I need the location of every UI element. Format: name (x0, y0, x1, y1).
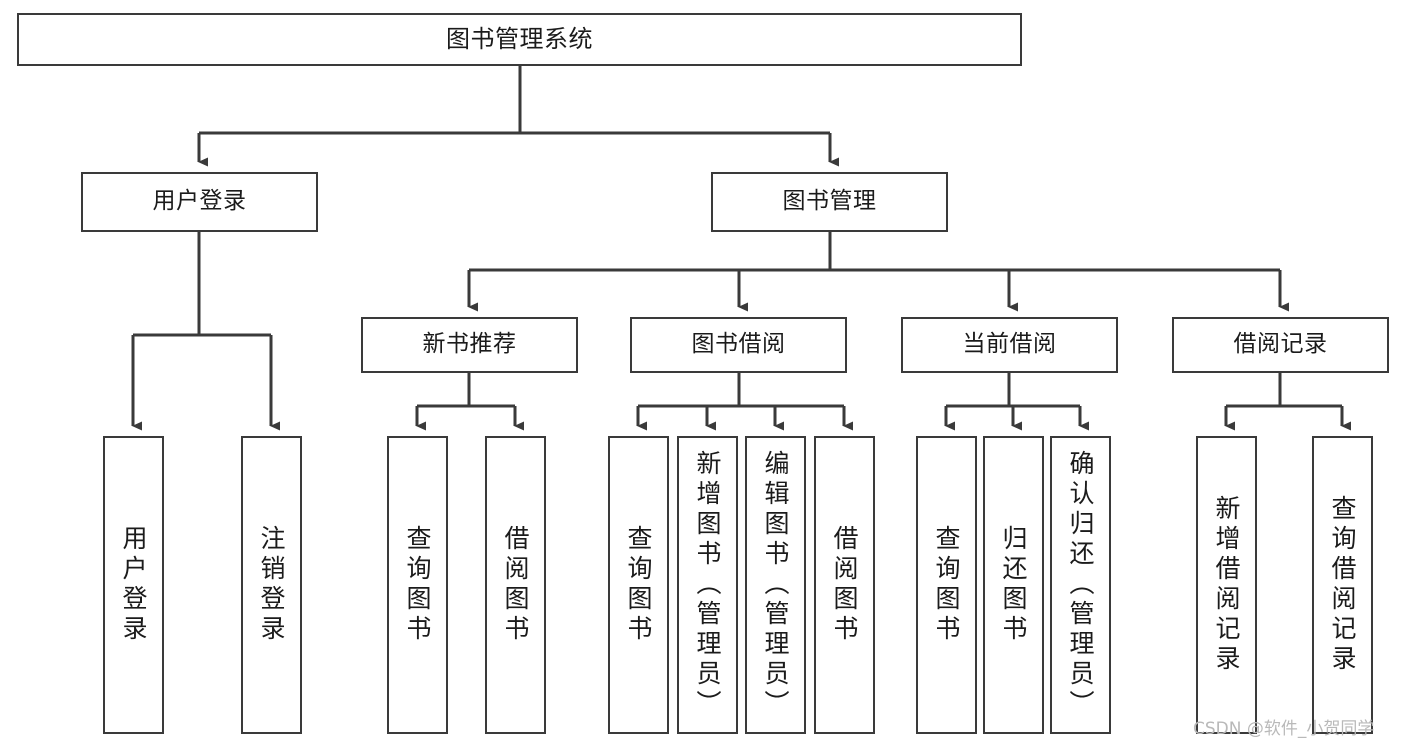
node-label: 查询图书 (403, 525, 432, 645)
leaf-current-borrow-query-book[interactable]: 查询图书 (916, 436, 977, 734)
node-label: 编辑图书（管理员） (761, 450, 790, 720)
node-label: 归还图书 (999, 525, 1028, 645)
node-new-book-recommendation[interactable]: 新书推荐 (361, 317, 578, 373)
node-label: 当前借阅 (962, 331, 1057, 358)
node-label: 图书借阅 (691, 331, 786, 358)
node-label: 查询图书 (624, 525, 653, 645)
leaf-borrow-record-query-record[interactable]: 查询借阅记录 (1312, 436, 1373, 734)
node-book-borrowing[interactable]: 图书借阅 (630, 317, 847, 373)
node-label: 新增图书（管理员） (693, 450, 722, 720)
leaf-book-borrow-edit-book-admin[interactable]: 编辑图书（管理员） (745, 436, 806, 734)
node-label: 确认归还（管理员） (1066, 450, 1095, 720)
leaf-book-borrow-borrow-book[interactable]: 借阅图书 (814, 436, 875, 734)
leaf-user-login-logout[interactable]: 注销登录 (241, 436, 302, 734)
node-label: 图书管理系统 (446, 25, 593, 54)
leaf-book-borrow-add-book-admin[interactable]: 新增图书（管理员） (677, 436, 738, 734)
node-label: 借阅图书 (830, 525, 859, 645)
node-user-login[interactable]: 用户登录 (81, 172, 318, 232)
node-label: 注销登录 (257, 525, 286, 645)
node-label: 新书推荐 (422, 331, 517, 358)
node-label: 用户登录 (119, 525, 148, 645)
node-label: 新增借阅记录 (1212, 495, 1241, 675)
node-book-management[interactable]: 图书管理 (711, 172, 948, 232)
node-current-borrowing[interactable]: 当前借阅 (901, 317, 1118, 373)
node-label: 用户登录 (152, 188, 247, 215)
leaf-current-borrow-confirm-return-admin[interactable]: 确认归还（管理员） (1050, 436, 1111, 734)
leaf-borrow-record-add-record[interactable]: 新增借阅记录 (1196, 436, 1257, 734)
node-borrowing-record[interactable]: 借阅记录 (1172, 317, 1389, 373)
node-label: 查询图书 (932, 525, 961, 645)
node-root-book-management-system[interactable]: 图书管理系统 (17, 13, 1022, 66)
node-label: 查询借阅记录 (1328, 495, 1357, 675)
node-label: 图书管理 (782, 188, 877, 215)
node-label: 借阅记录 (1233, 331, 1328, 358)
leaf-current-borrow-return-book[interactable]: 归还图书 (983, 436, 1044, 734)
leaf-book-borrow-query-book[interactable]: 查询图书 (608, 436, 669, 734)
leaf-new-book-borrow-book[interactable]: 借阅图书 (485, 436, 546, 734)
node-label: 借阅图书 (501, 525, 530, 645)
leaf-new-book-query-book[interactable]: 查询图书 (387, 436, 448, 734)
leaf-user-login-login[interactable]: 用户登录 (103, 436, 164, 734)
watermark-text: CSDN @软件_小贺同学 (1193, 719, 1375, 739)
